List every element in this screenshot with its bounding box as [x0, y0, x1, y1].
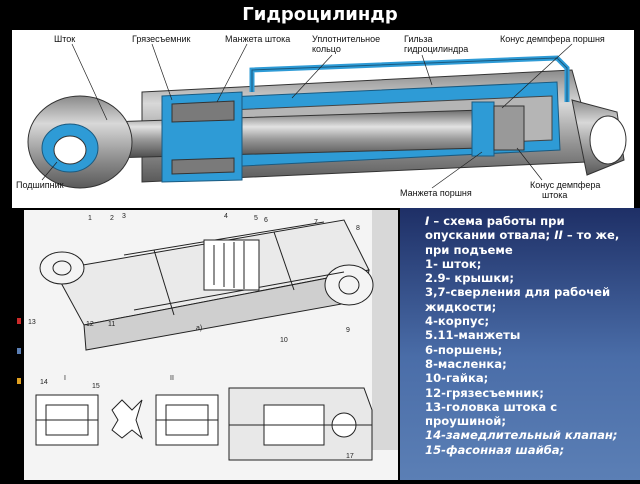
sketch-num-15: 15: [92, 383, 100, 390]
legend-item: 3,7-сверления для рабочей жидкости;: [425, 285, 611, 314]
legend-item: 15-фасонная шайба;: [425, 442, 565, 457]
label-bearing: Подшипник: [16, 180, 64, 190]
sketch-num-17: 17: [346, 453, 354, 460]
label-rod-damper-cone-2: штока: [542, 190, 567, 200]
legend-item: 1- шток;: [425, 256, 482, 271]
label-seal-ring-1: Уплотнительное: [312, 34, 380, 44]
legend-roman-1: I: [425, 214, 430, 228]
legend-item: 12-грязесъемник;: [425, 385, 544, 400]
legend-text: I – схема работы при опускании отвала; I…: [425, 214, 633, 457]
sketch-num-12: 12: [86, 321, 94, 328]
gland-section: [161, 91, 243, 183]
legend-lowering: – схема работы при опускании отвала;: [425, 214, 565, 243]
accent-mark: [17, 348, 21, 354]
legend-item: 2.9- крышки;: [425, 271, 514, 286]
legend-item: 10-гайка;: [425, 371, 489, 386]
label-rod-cuff: Манжета штока: [225, 34, 290, 44]
accent-mark: [17, 318, 21, 324]
sketch-num-6: 6: [264, 217, 268, 224]
label-piston-damper-cone: Конус демпфера поршня: [500, 34, 605, 44]
legend-lifting: – то же, при подъеме: [425, 228, 620, 257]
sketch-num-3: 3: [122, 213, 126, 220]
sketch-num-1: 1: [88, 215, 92, 222]
sketch-roman-1: I: [64, 375, 66, 382]
sketch-num-4: 4: [224, 213, 228, 220]
label-scraper: Грязесъемник: [132, 34, 190, 44]
technical-sketch: 1 2 3 4 5 6 7 8 9 10 11 12 13 14 15 17 а…: [24, 210, 398, 480]
sketch-num-7: 7: [314, 219, 318, 226]
sketch-num-11: 11: [108, 321, 115, 328]
legend-background: [400, 208, 640, 480]
sketch-num-13: 13: [28, 319, 36, 326]
legend-item: 8-масленка;: [425, 356, 507, 371]
sketch-num-10: 10: [280, 337, 288, 344]
label-seal-ring-2: кольцо: [312, 44, 341, 54]
sketch-roman-2: II: [170, 375, 174, 382]
legend-item: 13-головка штока с проушиной;: [425, 399, 558, 429]
legend-roman-2: II: [554, 228, 563, 243]
legend-item: 5.11-манжеты: [425, 328, 521, 343]
cross-section-illustration: Шток Грязесъемник Манжета штока Уплотнит…: [16, 34, 627, 200]
legend-item: 14-замедлительный клапан;: [425, 428, 618, 443]
rod-eye: [27, 95, 133, 189]
label-sleeve-2: гидроцилиндра: [404, 44, 468, 54]
label-rod: Шток: [54, 34, 75, 44]
label-sleeve-1: Гильза: [404, 34, 432, 44]
sketch-numbers: 1 2 3 4 5 6 7 8 9 10 11 12 13 14 15 17 а…: [28, 213, 360, 460]
sketch-num-9: 9: [346, 327, 350, 334]
leader-lines: [41, 43, 573, 189]
legend-line-intro: I – схема работы при опускании отвала; I…: [425, 214, 633, 257]
technical-sketch-drawing: 1 2 3 4 5 6 7 8 9 10 11 12 13 14 15 17 а…: [28, 210, 398, 461]
legend-item: 6-поршень;: [425, 342, 503, 357]
legend-item: 4-корпус;: [425, 314, 490, 329]
body-eye: [571, 99, 627, 176]
cross-section-diagram: Шток Грязесъемник Манжета штока Уплотнит…: [12, 30, 634, 208]
sketch-num-8: 8: [356, 225, 360, 232]
sketch-num-5: 5: [254, 215, 258, 222]
label-piston-cuff: Манжета поршня: [400, 188, 472, 198]
sketch-fig-a: а): [196, 325, 202, 332]
accent-mark: [17, 378, 21, 384]
slide-title: Гидроцилиндр: [242, 4, 398, 25]
label-rod-damper-cone-1: Конус демпфера: [530, 180, 600, 190]
sketch-num-14: 14: [40, 379, 48, 386]
sketch-num-2: 2: [110, 215, 114, 222]
